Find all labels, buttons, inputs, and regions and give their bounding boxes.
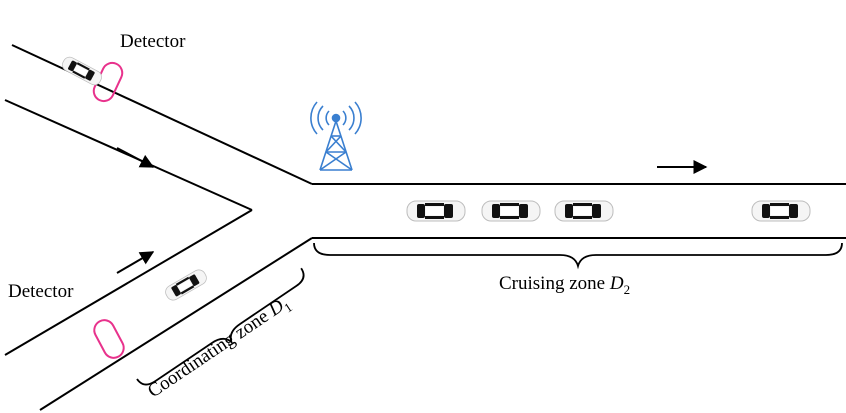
upper-ramp-outer-edge (11, 44, 313, 185)
lower-ramp-outer-edge (39, 237, 313, 411)
coordinating-zone-text: Coordinating zone (144, 303, 276, 402)
cruising-zone-var: D (609, 273, 624, 294)
car-lower-ramp-icon (162, 267, 210, 303)
cruising-zone-sub: 2 (624, 282, 631, 297)
car-mainline-3-icon (554, 200, 614, 222)
cruising-zone-text: Cruising zone (499, 273, 610, 294)
coordinating-zone-label: Coordinating zone D1 (144, 292, 295, 405)
car-upper-ramp-icon (59, 54, 105, 88)
car-mainline-2-icon (481, 200, 541, 222)
upper-ramp-arrow-icon (116, 147, 155, 168)
lower-ramp-inner-edge (4, 209, 253, 356)
road-edges (4, 44, 846, 411)
cruising-zone-brace (313, 242, 843, 270)
car-mainline-4-icon (751, 200, 811, 222)
cruising-zone-label: Cruising zone D2 (499, 273, 630, 297)
lower-ramp-arrow-icon (116, 251, 155, 274)
detector-top-label: Detector (120, 31, 186, 52)
antenna-tower-icon (310, 101, 362, 171)
coordinating-zone-brace (136, 267, 305, 386)
lower-detector-icon (93, 319, 125, 359)
car-mainline-1-icon (406, 200, 466, 222)
detector-left-label: Detector (8, 281, 74, 302)
